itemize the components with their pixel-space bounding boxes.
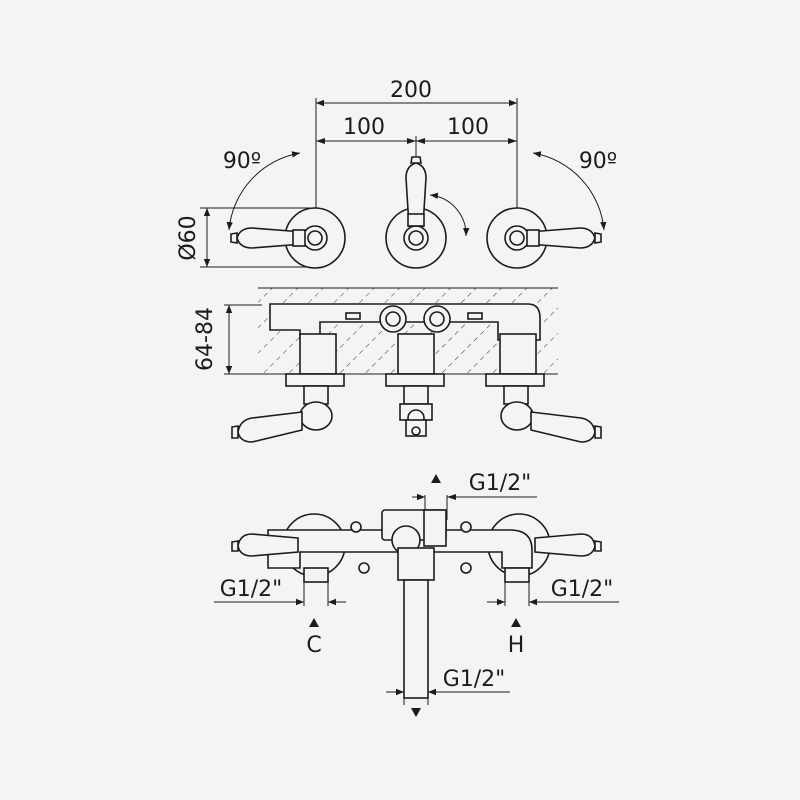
cold-label: C bbox=[306, 633, 321, 658]
front-view: G1/2" G1/2" C G1/2" bbox=[214, 471, 619, 717]
diameter-label: Ø60 bbox=[176, 215, 201, 260]
dimension-diameter: Ø60 bbox=[176, 207, 318, 268]
center-valve-top bbox=[385, 156, 447, 269]
angle-right-label: 90º bbox=[579, 149, 617, 174]
dimension-200: 200 bbox=[316, 78, 517, 107]
hot-inlet-label: G1/2" bbox=[551, 577, 614, 602]
dimension-left-label: 100 bbox=[343, 115, 385, 140]
wall-section-view: 64-84 bbox=[193, 287, 602, 443]
center-diverter-side bbox=[399, 385, 433, 437]
dimension-right-label: 100 bbox=[447, 115, 489, 140]
top-outlet-label: G1/2" bbox=[469, 471, 532, 496]
dimension-total-label: 200 bbox=[390, 78, 432, 103]
wall-depth-label: 64-84 bbox=[193, 307, 218, 371]
hot-label: H bbox=[508, 633, 525, 658]
right-handle-side bbox=[500, 385, 602, 443]
left-valve-top bbox=[230, 207, 346, 269]
cold-inlet-label: G1/2" bbox=[220, 577, 283, 602]
bottom-outlet-label: G1/2" bbox=[443, 667, 506, 692]
angle-left-label: 90º bbox=[223, 149, 261, 174]
right-valve-top bbox=[486, 207, 602, 269]
left-handle-side bbox=[231, 385, 333, 443]
top-view: 200 100 100 90º 90º Ø60 bbox=[176, 78, 617, 269]
